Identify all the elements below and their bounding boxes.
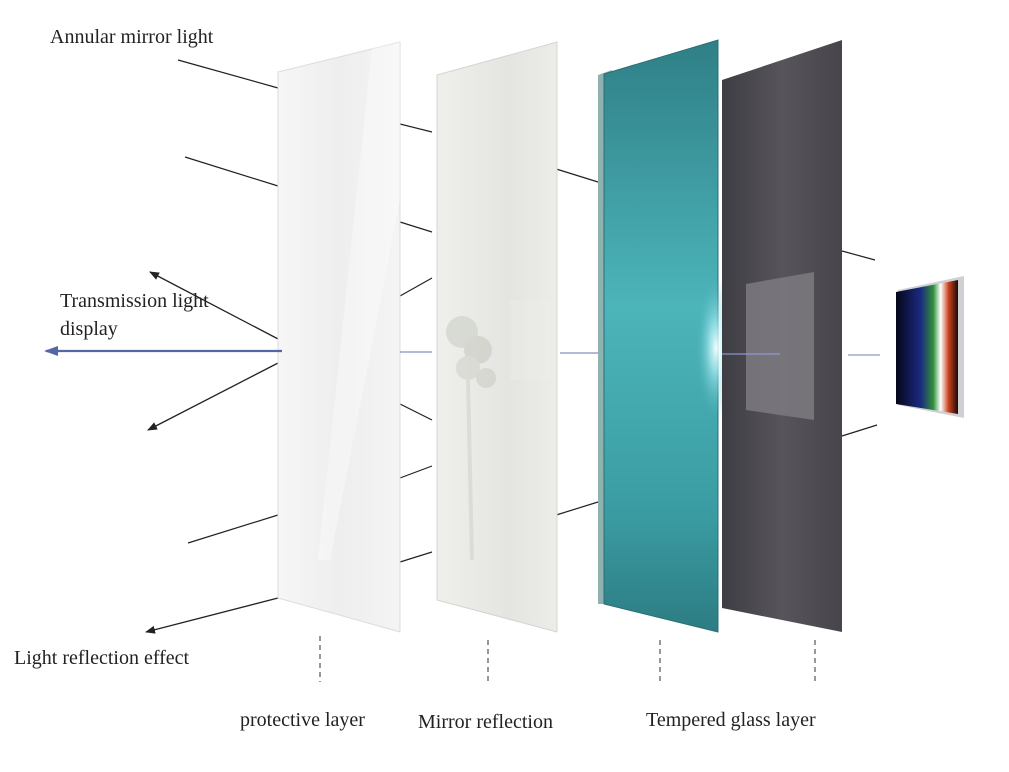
- ray-seg-d: [399, 403, 433, 421]
- ray-seg-k: [841, 250, 876, 261]
- protective-sheen: [318, 42, 400, 560]
- light-reflection-effect-label: Light reflection effect: [14, 647, 190, 669]
- dark-layer-window: [746, 272, 814, 420]
- transmission-arrow-up: [149, 271, 281, 341]
- annular-mirror-light-label: Annular mirror light: [50, 26, 214, 48]
- transmission-axis: [44, 346, 880, 356]
- ray-seg-f: [399, 551, 433, 563]
- ray-seg-l: [841, 424, 878, 437]
- ray-seg-h: [552, 501, 599, 517]
- transmission-arrows: [145, 271, 281, 634]
- transmission-light-display-label: Transmission light display: [60, 290, 209, 340]
- ray-seg-b: [399, 221, 433, 233]
- light-source-screen: [896, 280, 958, 414]
- light-ray-1: [177, 59, 279, 89]
- label-pointers: [319, 636, 816, 684]
- mirror-reflection-panel: [436, 41, 558, 633]
- light-ray-2: [184, 156, 279, 187]
- light-ray-3: [187, 514, 279, 544]
- ray-seg-g: [552, 167, 599, 183]
- protective-layer-label: protective layer: [240, 709, 365, 731]
- ray-seg-a: [399, 123, 433, 133]
- tempered-glass-panel: [603, 39, 719, 633]
- ray-seg-c: [399, 277, 433, 297]
- reflection-arrow: [145, 597, 279, 634]
- tempered-glass-layer-label: Tempered glass layer: [646, 709, 816, 731]
- ray-seg-e: [399, 465, 433, 479]
- incident-light-lines: [177, 59, 279, 544]
- protective-layer-panel: [277, 41, 401, 633]
- transmission-arrow-down: [147, 361, 281, 431]
- mirror-reflected-plant: [446, 300, 550, 561]
- mirror-reflection-label: Mirror reflection: [418, 711, 553, 733]
